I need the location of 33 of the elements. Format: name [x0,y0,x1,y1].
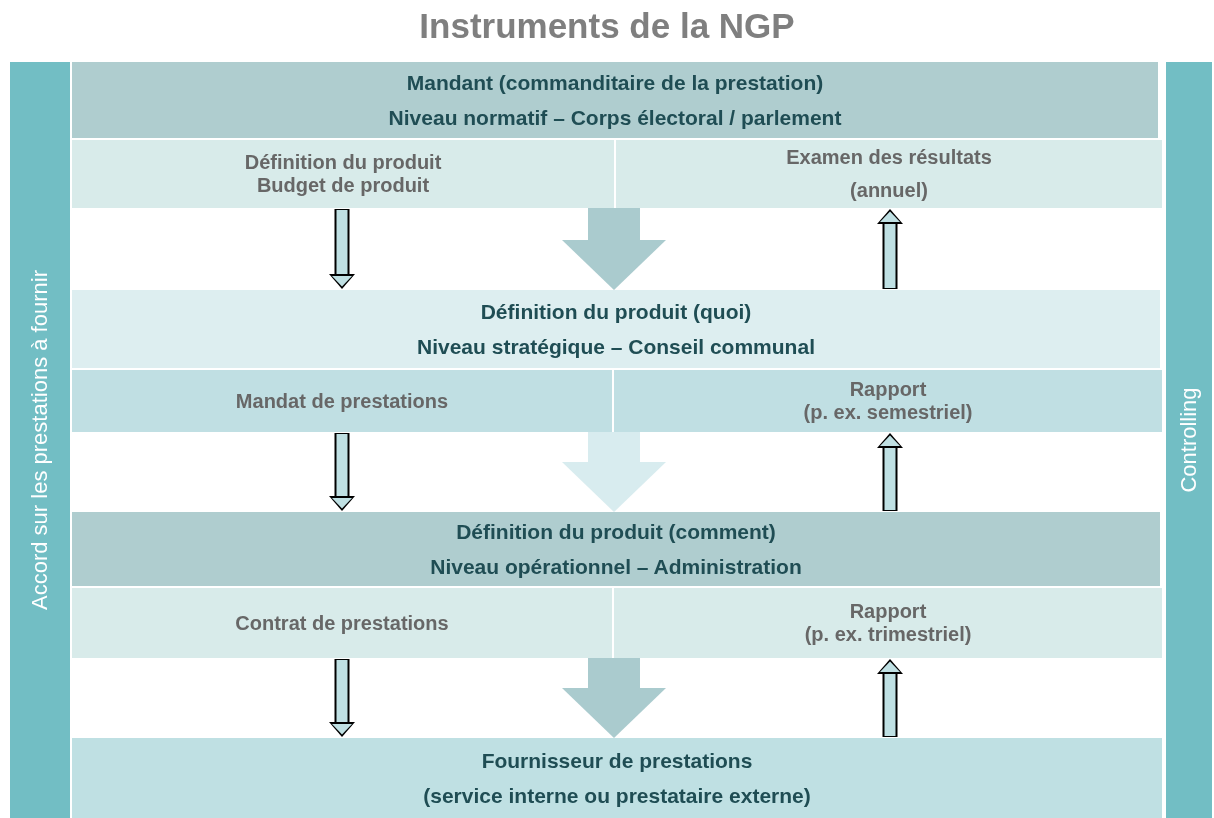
panel-text: Rapport [849,600,927,623]
band-text: Mandant (commanditaire de la prestation) [406,70,824,94]
band-text: Définition du produit (comment) [456,519,776,543]
info-panel [616,140,1162,208]
panel-text: Définition du produit [244,151,442,174]
info-panel [72,588,612,658]
panel-text: (p. ex. semestriel) [803,401,973,424]
info-panel [614,588,1162,658]
info-panel [614,370,1162,432]
info-panel [72,140,614,208]
band-text: Niveau stratégique – Conseil communal [417,335,815,359]
level-band [72,62,1158,138]
band-text: (service interne ou prestataire externe) [423,784,811,808]
diagram-title: Instruments de la NGP [418,6,796,46]
panel-text: Mandat de prestations [235,389,449,413]
band-text: Fournisseur de prestations [481,748,753,772]
panel-text: Rapport [849,378,927,401]
panel-text: Budget de produit [256,174,430,197]
panel-text: (annuel) [850,179,928,202]
panel-text: Examen des résultats [786,146,992,169]
band-text: Niveau normatif – Corps électoral / parlement [388,106,842,130]
level-band [72,290,1160,368]
info-panel [72,370,612,432]
level-band [72,738,1162,818]
band-text: Niveau opérationnel – Administration [430,555,802,579]
panel-text: Contrat de prestations [235,611,449,635]
band-text: Définition du produit (quoi) [480,299,752,323]
panel-text: (p. ex. trimestriel) [804,623,972,646]
side-band [1166,62,1212,818]
side-label: Controlling [1176,387,1202,493]
level-band [72,512,1160,586]
side-label: Accord sur les prestations à fournir [27,270,53,610]
side-band [10,62,70,818]
